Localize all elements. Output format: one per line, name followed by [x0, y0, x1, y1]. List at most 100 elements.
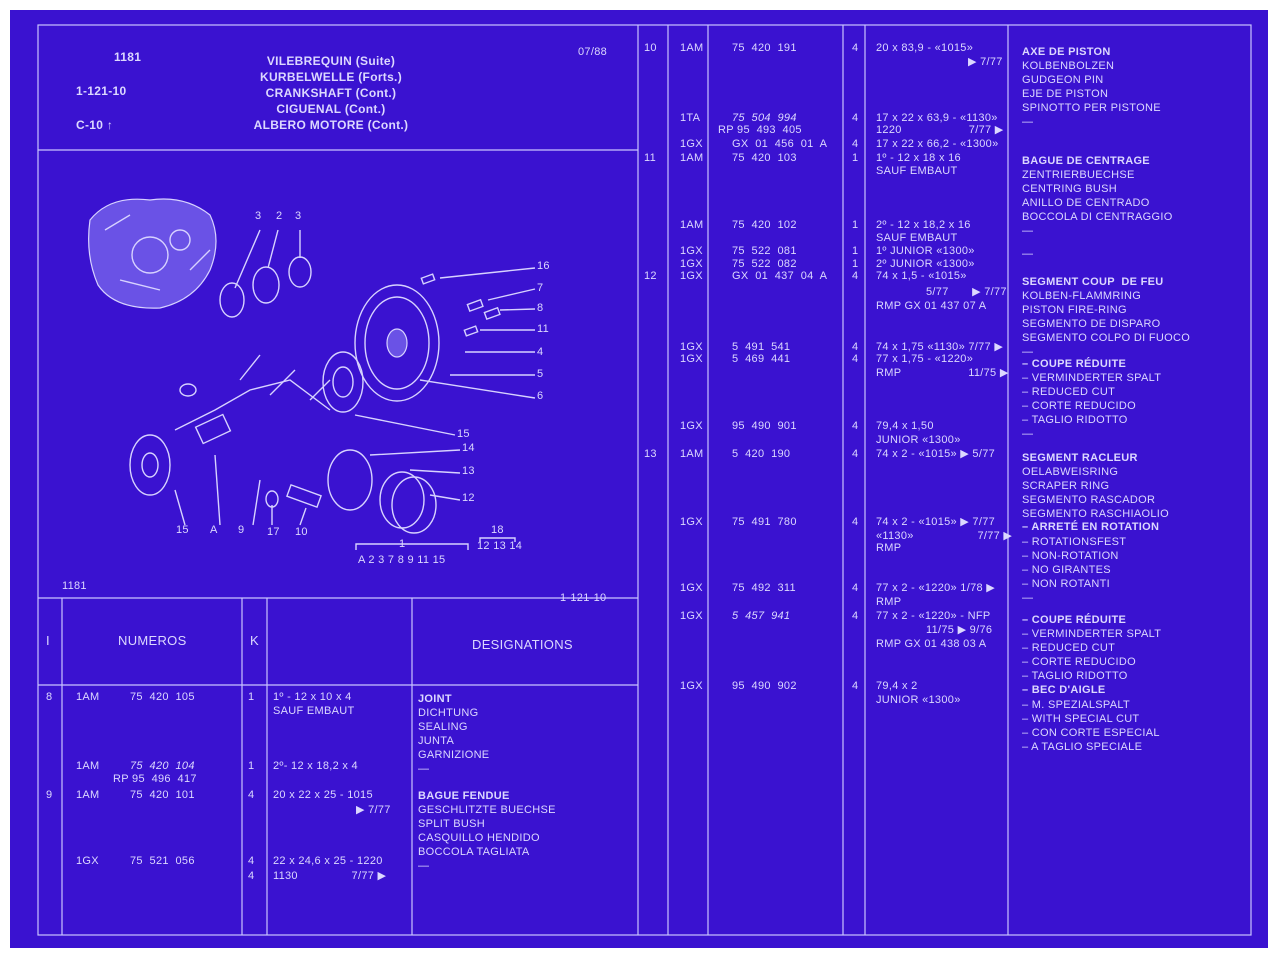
figure-callout-label: 8	[537, 302, 544, 314]
designation-line: SEGMENTO DE DISPARO	[1022, 318, 1161, 330]
figure-callout-label: 12	[462, 492, 475, 504]
row-item-number: 8	[46, 691, 53, 703]
row-specification: «1130» 7/77 ▶	[876, 530, 1013, 542]
designation-line: – ARRETÉ EN ROTATION	[1022, 521, 1160, 533]
designation-line: – NON ROTANTI	[1022, 578, 1111, 590]
row-part-number: 5 469 441	[732, 353, 791, 365]
row-quantity: 4	[852, 448, 859, 460]
row-specification: 74 x 1,75 «1130» 7/77 ▶	[876, 341, 1004, 353]
row-specification: 1220 7/77 ▶	[876, 124, 1004, 136]
row-specification: 79,4 x 2	[876, 680, 918, 692]
row-part-number: 75 492 311	[732, 582, 796, 594]
row-part-number: RP 95 496 417	[113, 773, 197, 785]
leader-lines	[174, 229, 536, 550]
designation-line: —	[1022, 428, 1034, 440]
designation-line: —	[1022, 225, 1034, 237]
designation-line: JUNTA	[418, 735, 455, 747]
designation-line: BOCCOLA TAGLIATA	[418, 846, 530, 858]
row-specification: 77 x 1,75 - «1220»	[876, 353, 974, 365]
designation-line: SEALING	[418, 721, 468, 733]
designation-line: SEGMENT COUP DE FEU	[1022, 276, 1164, 288]
row-quantity: 4	[852, 42, 859, 54]
row-specification: SAUF EMBAUT	[876, 165, 958, 177]
row-code: 1GX	[680, 341, 703, 353]
catalog-reference: 1-121-10	[76, 84, 127, 98]
row-quantity: 4	[852, 112, 859, 124]
designation-line: – BEC D'AIGLE	[1022, 684, 1106, 696]
figure-callout-label: 9	[238, 524, 245, 536]
row-item-number: 9	[46, 789, 53, 801]
date-stamp: 07/88	[578, 46, 608, 58]
designation-line: – ROTATIONSFEST	[1022, 536, 1127, 548]
designation-line: – COUPE RÉDUITE	[1022, 358, 1127, 370]
row-part-number: 75 491 780	[732, 516, 797, 528]
row-specification: 1º - 12 x 10 x 4	[273, 691, 352, 703]
row-specification: JUNIOR «1300»	[876, 694, 961, 706]
column-header-numeros: NUMEROS	[118, 633, 187, 648]
row-code: 1TA	[680, 112, 701, 124]
row-part-number: 75 521 056	[130, 855, 195, 867]
designation-line: SEGMENTO RASCHIAOLIO	[1022, 508, 1169, 520]
row-quantity: 4	[852, 138, 859, 150]
row-quantity: 1	[852, 219, 859, 231]
row-part-number: 5 457 941	[732, 610, 791, 622]
row-specification: ▶ 7/77	[356, 804, 391, 816]
row-specification: 2º JUNIOR «1300»	[876, 258, 975, 270]
row-part-number: 75 420 101	[130, 789, 195, 801]
row-code: 1GX	[680, 270, 703, 282]
row-code: 1GX	[680, 516, 703, 528]
designation-line: – VERMINDERTER SPALT	[1022, 628, 1162, 640]
row-part-number: GX 01 456 01 A	[732, 138, 828, 150]
oil-seal	[129, 434, 171, 496]
row-specification: 74 x 2 - «1015» ▶ 5/77	[876, 448, 996, 460]
row-specification: 74 x 2 - «1015» ▶ 7/77	[876, 516, 996, 528]
row-part-number: 95 490 902	[732, 680, 797, 692]
engine-block-illustration	[88, 198, 217, 309]
designation-line: ZENTRIERBUECHSE	[1022, 169, 1135, 181]
piston-and-rings	[265, 449, 437, 534]
row-item-number: 11	[644, 152, 657, 164]
designation-line: – VERMINDERTER SPALT	[1022, 372, 1162, 384]
section-code: C-10 ↑	[76, 118, 114, 132]
assembly-1-parts: A 2 3 7 8 9 11 15	[358, 554, 446, 566]
designation-line: CENTRING BUSH	[1022, 183, 1117, 195]
crankshaft	[174, 354, 331, 445]
row-specification: 5/77 ▶ 7/77	[926, 286, 1007, 298]
designation-line: BOCCOLA DI CENTRAGGIO	[1022, 211, 1173, 223]
designation-line: GUDGEON PIN	[1022, 74, 1104, 86]
designation-line: SEGMENT RACLEUR	[1022, 452, 1138, 464]
row-specification: 77 x 2 - «1220» - NFP	[876, 610, 991, 622]
row-specification: RMP	[876, 596, 902, 608]
designation-line: —	[418, 860, 430, 872]
designation-line: SPINOTTO PER PISTONE	[1022, 102, 1161, 114]
figure-callout-label: 16	[537, 260, 550, 272]
assembly-18-parts: 12 13 14	[477, 540, 523, 552]
row-code: 1GX	[680, 258, 703, 270]
designation-line: OELABWEISRING	[1022, 466, 1119, 478]
row-code: 1GX	[680, 138, 703, 150]
row-specification: 17 x 22 x 66,2 - «1300»	[876, 138, 999, 150]
row-quantity: 4	[852, 353, 859, 365]
page-title-line: VILEBREQUIN (Suite)	[266, 54, 396, 68]
row-code: 1GX	[680, 353, 703, 365]
designation-line: GARNIZIONE	[418, 749, 490, 761]
row-quantity: 4	[852, 610, 859, 622]
figure-callout-label: 6	[537, 390, 544, 402]
figure-callout-label: 11	[537, 323, 550, 335]
figure-callout-label: 3	[295, 210, 302, 222]
row-specification: 2º- 12 x 18,2 x 4	[273, 760, 358, 772]
row-code: 1GX	[680, 420, 703, 432]
designation-line: AXE DE PISTON	[1022, 46, 1111, 58]
pins	[420, 273, 501, 337]
figure-callout-label: A	[210, 524, 218, 536]
row-specification: ▶ 7/77	[968, 56, 1003, 68]
designation-line: —	[1022, 592, 1034, 604]
figure-callout-label: 15	[457, 428, 470, 440]
row-part-number: 75 420 104	[130, 760, 195, 772]
designation-line: JOINT	[418, 693, 452, 705]
designation-line: GESCHLITZTE BUECHSE	[418, 804, 556, 816]
row-specification: RMP GX 01 437 07 A	[876, 300, 987, 312]
designation-line: CASQUILLO HENDIDO	[418, 832, 540, 844]
figure-callout-label: 3	[255, 210, 262, 222]
row-quantity: 1	[248, 691, 255, 703]
